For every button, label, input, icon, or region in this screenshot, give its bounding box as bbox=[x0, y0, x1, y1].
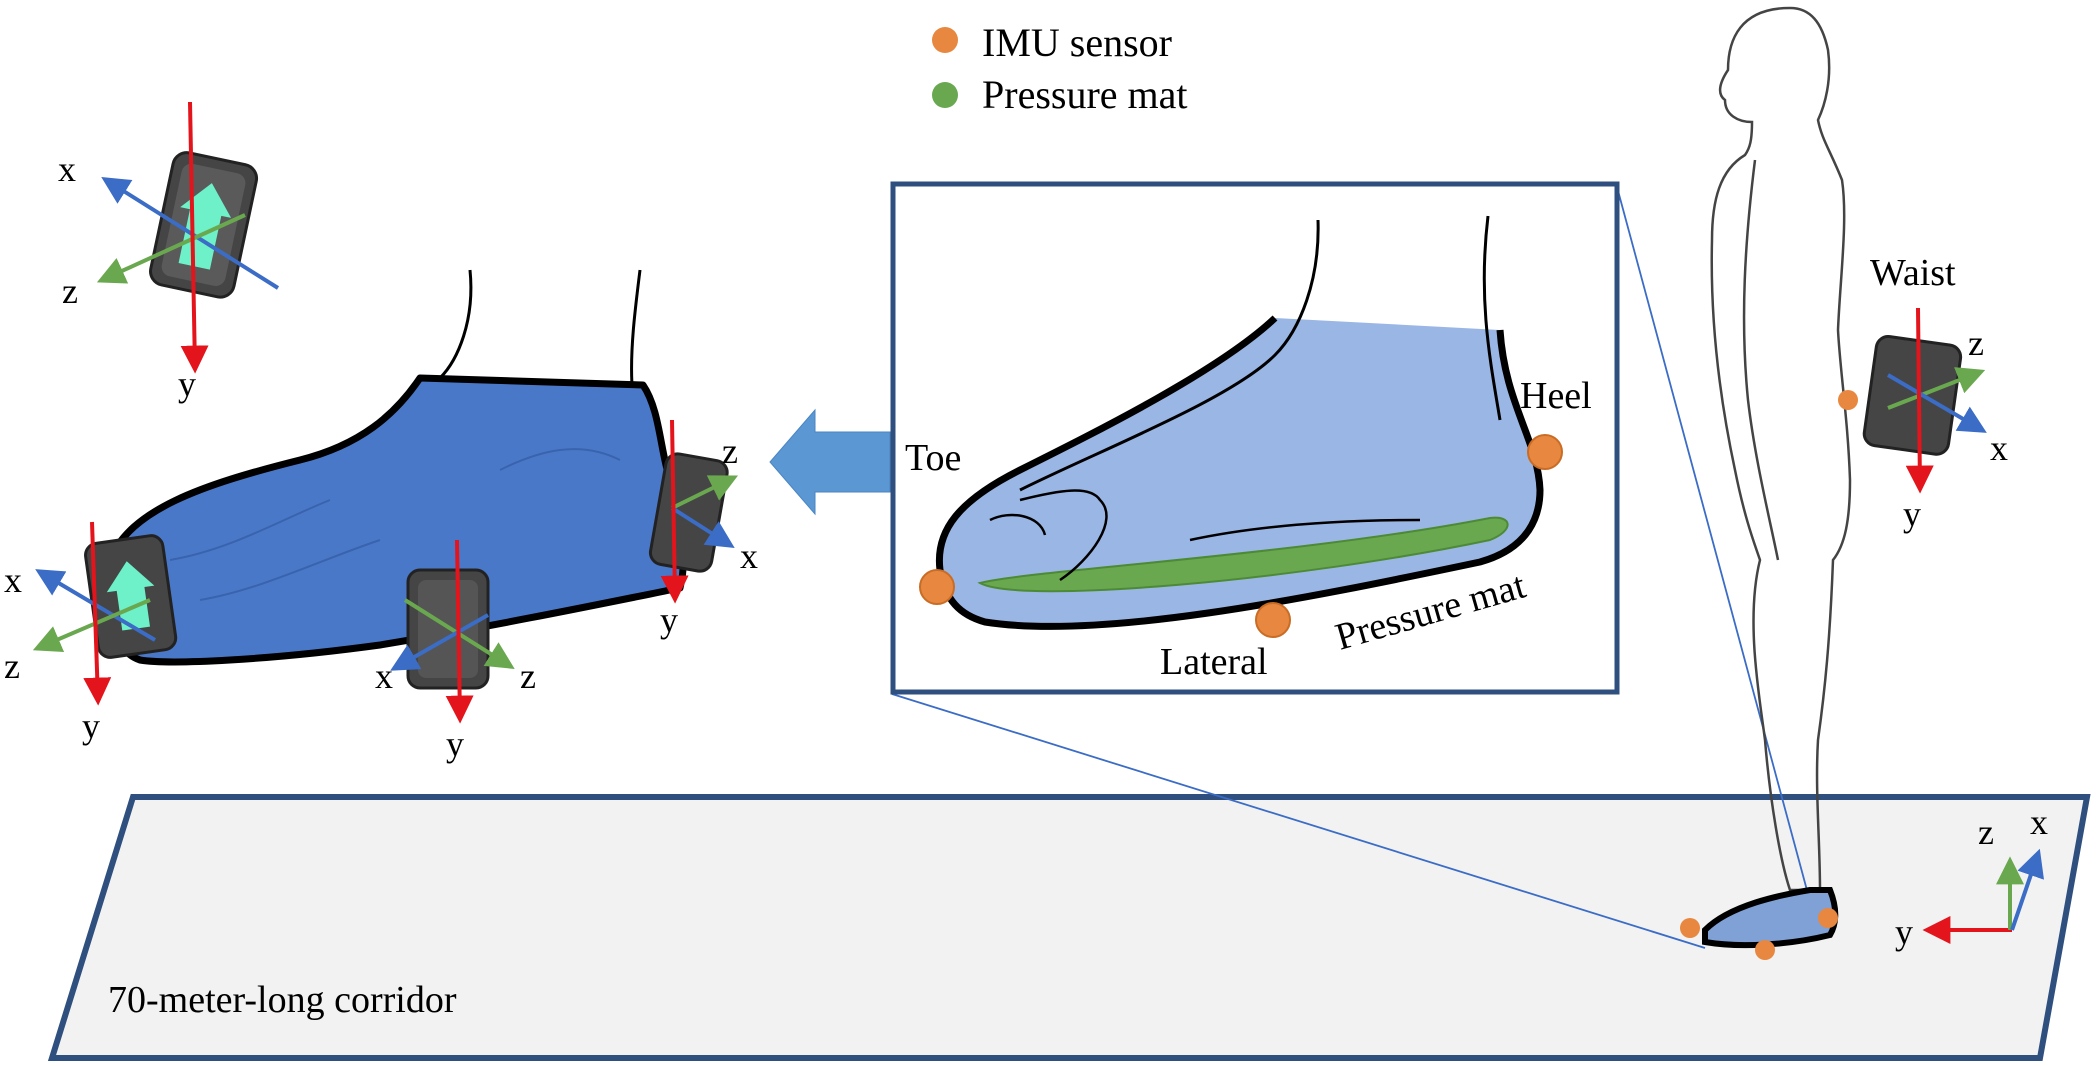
coordinate-axes-icon bbox=[1922, 848, 2044, 944]
inset-toe-label: Toe bbox=[905, 437, 961, 479]
axis-label-z: z bbox=[4, 646, 20, 686]
inset-pressure-mat bbox=[977, 516, 1509, 593]
coordinate-axes-icon bbox=[32, 521, 157, 706]
corridor-label: 70-meter-long corridor bbox=[108, 979, 457, 1021]
coordinate-axes-icon bbox=[390, 539, 515, 724]
inset-imu-toe bbox=[919, 569, 955, 605]
shoe-body bbox=[102, 374, 687, 666]
legend-imu-label: IMU sensor bbox=[982, 20, 1172, 65]
body-shoe bbox=[1680, 887, 1839, 960]
human-silhouette-icon bbox=[1710, 6, 1852, 892]
axis-label-x: x bbox=[58, 149, 76, 189]
legend-imu-marker bbox=[932, 27, 958, 53]
inset-panel: Toe Heel Lateral Pressure mat bbox=[890, 181, 1620, 695]
inset-heel-label: Heel bbox=[1520, 375, 1592, 417]
imu-sensor-toe: x z y bbox=[4, 521, 178, 746]
axis-label-z: z bbox=[520, 656, 536, 696]
imu-sensor-icon bbox=[1862, 335, 1963, 456]
legend-pressure-marker bbox=[932, 82, 958, 108]
axis-label-z: z bbox=[722, 431, 738, 471]
ankle-line-front bbox=[438, 269, 473, 380]
body-imu-heel bbox=[1818, 908, 1838, 928]
inset-imu-lateral bbox=[1255, 602, 1291, 638]
inset-leg-back bbox=[1482, 215, 1502, 421]
imu-sensor-icon bbox=[84, 534, 178, 659]
axis-label-z: z bbox=[1968, 323, 1984, 363]
axis-label-z: z bbox=[62, 271, 78, 311]
axis-label-x: x bbox=[2030, 802, 2048, 842]
global-axes: z x y bbox=[1895, 802, 2048, 952]
zoom-line-top bbox=[1616, 186, 1809, 895]
inset-lateral-label: Lateral bbox=[1160, 641, 1268, 683]
coordinate-axes-icon bbox=[96, 101, 280, 374]
corridor-floor bbox=[47, 794, 2091, 1061]
coordinate-axes-icon bbox=[660, 419, 739, 604]
inset-imu-heel bbox=[1527, 434, 1563, 470]
axis-label-y: y bbox=[1903, 494, 1921, 534]
waist-label: Waist bbox=[1870, 252, 1956, 294]
axis-label-x: x bbox=[375, 656, 393, 696]
inset-leg-front bbox=[1019, 219, 1320, 492]
waist-imu-marker bbox=[1838, 390, 1858, 410]
axis-label-y: y bbox=[446, 724, 464, 764]
axis-label-x: x bbox=[1990, 428, 2008, 468]
ankle-line-back bbox=[630, 269, 642, 386]
inset-foot-detail bbox=[989, 489, 1421, 582]
pointer-arrow-icon bbox=[769, 408, 891, 516]
imu-sensor-standalone: x z y bbox=[58, 101, 280, 404]
shoe-large: x z y x z y bbox=[4, 269, 758, 764]
axis-label-x: x bbox=[4, 560, 22, 600]
zoom-lines bbox=[891, 186, 1809, 949]
legend-pressure-label: Pressure mat bbox=[982, 72, 1188, 117]
axis-label-y: y bbox=[178, 364, 196, 404]
axis-label-y: y bbox=[1895, 912, 1913, 952]
imu-sensor-waist: z x y bbox=[1862, 307, 2008, 534]
legend: IMU sensor Pressure mat bbox=[932, 20, 1188, 117]
axis-label-z: z bbox=[1978, 812, 1994, 852]
zoom-line-bottom bbox=[891, 693, 1706, 949]
imu-sensor-icon bbox=[149, 151, 259, 299]
corridor: 70-meter-long corridor bbox=[47, 794, 2091, 1061]
imu-sensor-lateral: x z y bbox=[375, 539, 536, 764]
coordinate-axes-icon bbox=[1886, 307, 1987, 494]
body-imu-lateral bbox=[1755, 940, 1775, 960]
body-imu-toe bbox=[1680, 918, 1700, 938]
imu-sensor-heel: z x y bbox=[648, 419, 758, 640]
axis-label-y: y bbox=[660, 600, 678, 640]
axis-label-y: y bbox=[82, 706, 100, 746]
axis-label-x: x bbox=[740, 536, 758, 576]
shoe-detail bbox=[169, 448, 621, 601]
